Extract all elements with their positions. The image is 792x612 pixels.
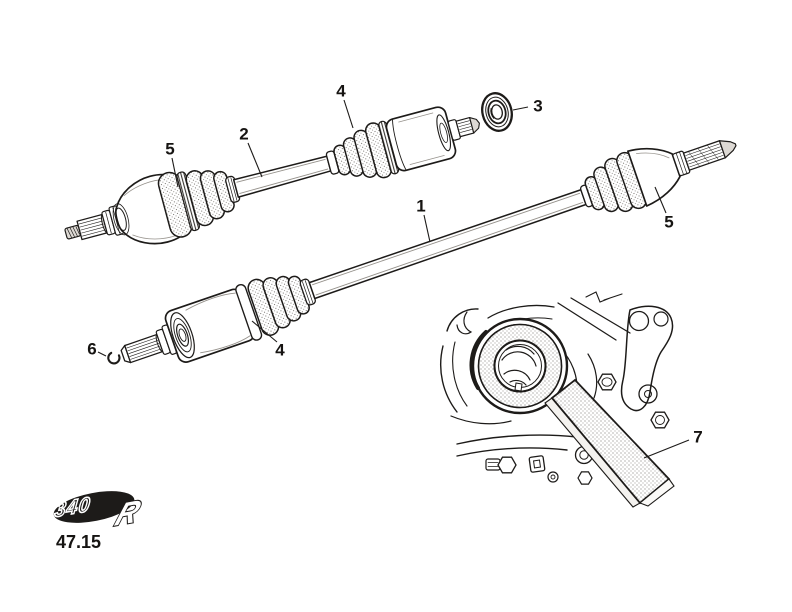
splined-stub-upper — [447, 116, 480, 141]
callout-label: 4 — [336, 82, 346, 101]
callout-label: 6 — [87, 340, 96, 359]
leader-line — [247, 142, 263, 178]
callout-5-right: 5 — [654, 186, 674, 232]
callout-label: 3 — [533, 97, 542, 116]
figure-number: 47.15 — [56, 532, 101, 552]
inner-cv-joint-housing-lower — [164, 283, 263, 363]
callout-4-lower: 4 — [251, 320, 285, 360]
outer-cv-boot — [157, 170, 241, 238]
upper-driveshaft — [64, 106, 480, 245]
callout-label: 2 — [239, 125, 248, 144]
callout-3: 3 — [512, 97, 543, 116]
lower-driveshaft — [120, 140, 737, 364]
axle-shaft-lower — [308, 188, 587, 300]
leader-line — [654, 186, 667, 214]
leader-line — [251, 320, 278, 343]
callout-label: 5 — [165, 140, 174, 159]
leader-line — [423, 214, 431, 243]
callout-label: 5 — [664, 213, 673, 232]
callouts: 1 2 3 4 4 5 5 6 — [87, 82, 703, 459]
inner-cv-boot-lower — [247, 275, 316, 336]
oil-seal — [481, 92, 513, 132]
callout-6: 6 — [87, 340, 107, 359]
seal-protector-tool — [477, 323, 675, 508]
callout-label: 4 — [275, 341, 285, 360]
leader-line — [343, 99, 354, 129]
brand-logo-340r: 340 R — [53, 491, 147, 534]
callout-label: 1 — [416, 197, 425, 216]
logo-oval — [53, 491, 135, 523]
inner-cv-joint-housing-upper — [385, 106, 457, 172]
leader-line — [643, 439, 690, 459]
callout-label: 7 — [693, 428, 702, 447]
callout-1: 1 — [416, 197, 431, 243]
leader-line — [512, 106, 529, 111]
callout-2: 2 — [239, 125, 263, 178]
inner-cv-boot-upper — [325, 120, 400, 179]
leader-line — [97, 351, 107, 357]
callout-4-upper: 4 — [336, 82, 354, 129]
callout-5-left: 5 — [165, 140, 179, 188]
bolt-cluster — [485, 373, 670, 485]
gearbox-casing — [440, 291, 674, 457]
leader-line — [171, 157, 179, 188]
circlip — [107, 351, 121, 365]
gearbox-inset — [440, 291, 675, 508]
splined-end-right — [672, 140, 737, 177]
outer-cv-boot-right — [579, 147, 681, 213]
axle-shaft-upper — [232, 155, 332, 198]
callout-7: 7 — [643, 428, 703, 459]
